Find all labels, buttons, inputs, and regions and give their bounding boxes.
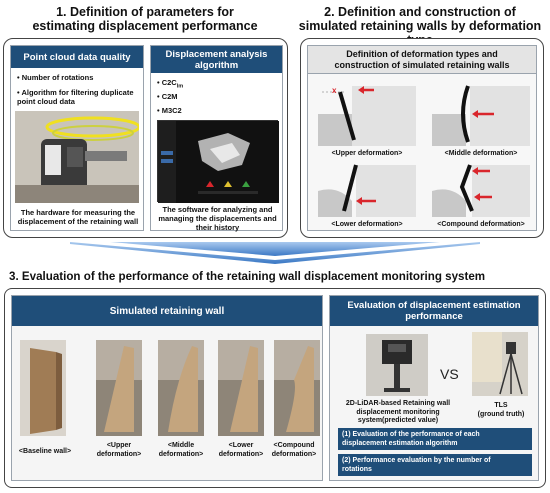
bullet-c2m: • C2M bbox=[157, 92, 178, 101]
section1-title: 1. Definition of parameters for estimati… bbox=[0, 5, 290, 33]
vs-label: VS bbox=[440, 366, 459, 382]
lidar-caption-line2: displacement monitoring bbox=[356, 408, 440, 416]
upper-deformation-diagram bbox=[318, 86, 416, 146]
upper-deformation-label: <Upper deformation> bbox=[331, 150, 403, 157]
tls-photo bbox=[472, 332, 528, 396]
software-illustration bbox=[158, 121, 279, 203]
deformation-header-line1: Definition of deformation types and bbox=[346, 49, 498, 59]
bullet-c2c-sub: lm bbox=[176, 83, 184, 90]
middle-wall-illustration bbox=[158, 340, 204, 436]
compound-wall-label-line1: <Compound bbox=[273, 442, 315, 449]
bullet-m3c2-text: M3C2 bbox=[161, 106, 182, 115]
compound-deformation-label: <Compound deformation> bbox=[437, 221, 525, 228]
upper-wall-label-line2: deformation> bbox=[96, 450, 142, 458]
section3-title: 3. Evaluation of the performance of the … bbox=[9, 270, 486, 283]
upper-x-marker: x bbox=[332, 86, 337, 95]
bullet-c2c-text: C2C bbox=[161, 78, 177, 87]
middle-wall-label: <Middle deformation> bbox=[150, 442, 212, 459]
lower-wall-label-line2: deformation> bbox=[218, 450, 264, 458]
evaluation-item-algorithm: (1) Evaluation of the performance of eac… bbox=[338, 428, 532, 450]
deformation-header-line2: construction of simulated retaining wall… bbox=[334, 60, 510, 70]
compound-deformation-photo bbox=[274, 340, 320, 436]
hardware-illustration bbox=[15, 111, 139, 203]
bullet-filter: • Algorithm for filtering duplicate poin… bbox=[17, 88, 134, 106]
middle-wall-label-line1: <Middle bbox=[167, 442, 195, 449]
section3-box: Simulated retaining wall bbox=[4, 288, 546, 488]
baseline-wall-illustration bbox=[20, 340, 66, 436]
lower-wall-label-line1: <Lower bbox=[228, 442, 254, 449]
point-cloud-panel: Point cloud data quality • Number of rot… bbox=[10, 45, 144, 231]
evaluation-panel: Evaluation of displacement estimation pe… bbox=[329, 295, 539, 481]
section2-box: Definition of deformation types and cons… bbox=[300, 38, 544, 238]
bullet-c2m-text: C2M bbox=[161, 92, 178, 101]
compound-deformation-diagram bbox=[432, 164, 530, 217]
bullet-rotations: • Number of rotations bbox=[17, 73, 94, 82]
section1-box: Point cloud data quality • Number of rot… bbox=[3, 38, 288, 238]
evaluation-header-line1: Evaluation of displacement estimation bbox=[347, 300, 521, 311]
simulated-walls-header: Simulated retaining wall bbox=[12, 296, 322, 326]
simulated-walls-panel: Simulated retaining wall bbox=[11, 295, 323, 481]
evaluation-header-line2: performance bbox=[405, 311, 463, 322]
middle-deformation-label: <Middle deformation> bbox=[444, 150, 518, 157]
evaluation-item-rotations-line2: rotations bbox=[342, 466, 372, 473]
bullet-m3c2: • M3C2 bbox=[157, 106, 182, 115]
lidar-caption-line3: system(predicted value) bbox=[357, 417, 439, 424]
upper-wall-illustration bbox=[96, 340, 142, 436]
compound-wall-label: <Compound deformation> bbox=[264, 442, 324, 459]
bullet-filter-text: Algorithm for filtering duplicate point … bbox=[17, 88, 134, 106]
compound-wall-illustration bbox=[274, 340, 320, 436]
hardware-photo bbox=[15, 111, 139, 203]
section2-title-line1: 2. Definition and construction of bbox=[324, 5, 516, 19]
baseline-wall-photo bbox=[20, 340, 66, 436]
evaluation-header: Evaluation of displacement estimation pe… bbox=[330, 296, 538, 326]
section1-title-line1: 1. Definition of parameters for bbox=[56, 5, 234, 19]
evaluation-item-algorithm-line2: displacement estimation algorithm bbox=[342, 440, 458, 447]
evaluation-item-rotations: (2) Performance evaluation by the number… bbox=[338, 454, 532, 476]
lower-wall-label: <Lower deformation> bbox=[210, 442, 272, 459]
upper-wall-label-line1: <Upper bbox=[106, 442, 132, 449]
evaluation-item-algorithm-line1: (1) Evaluation of the performance of eac… bbox=[342, 431, 480, 438]
middle-wall-label-line2: deformation> bbox=[158, 450, 204, 458]
middle-deformation-photo bbox=[158, 340, 204, 436]
lidar-caption-line1: 2D-LiDAR-based Retaining wall bbox=[345, 400, 451, 407]
algorithm-header: Displacement analysis algorithm bbox=[151, 46, 282, 73]
tls-caption-line2: (ground truth) bbox=[477, 410, 525, 418]
deformation-header: Definition of deformation types and cons… bbox=[308, 46, 536, 74]
lidar-illustration bbox=[366, 334, 428, 396]
algorithm-header-line1: Displacement analysis bbox=[165, 48, 268, 60]
lower-deformation-photo bbox=[218, 340, 264, 436]
hardware-caption: The hardware for measuring the displacem… bbox=[17, 208, 139, 226]
software-screenshot bbox=[157, 120, 279, 203]
lidar-caption: 2D-LiDAR-based Retaining wall displaceme… bbox=[332, 400, 464, 426]
tls-illustration bbox=[472, 332, 528, 396]
algorithm-panel: Displacement analysis algorithm • C2Clm … bbox=[150, 45, 283, 232]
upper-deformation-photo bbox=[96, 340, 142, 436]
evaluation-item-rotations-line1: (2) Performance evaluation by the number… bbox=[342, 457, 491, 464]
middle-deformation-diagram bbox=[432, 85, 530, 146]
bullet-c2c: • C2Clm bbox=[157, 78, 184, 90]
lidar-system-photo bbox=[366, 334, 428, 396]
point-cloud-header: Point cloud data quality bbox=[11, 46, 143, 68]
baseline-wall-label: <Baseline wall> bbox=[14, 448, 76, 457]
tls-caption: TLS (ground truth) bbox=[468, 402, 534, 419]
compound-wall-label-line2: deformation> bbox=[271, 450, 317, 458]
software-caption: The software for analyzing and managing … bbox=[158, 205, 277, 232]
bullet-rotations-text: Number of rotations bbox=[21, 73, 94, 82]
lower-deformation-label: <Lower deformation> bbox=[331, 221, 403, 228]
flow-chevron-icon bbox=[70, 242, 480, 264]
baseline-wall-label-line1: <Baseline wall> bbox=[18, 448, 72, 455]
tls-caption-line1: TLS bbox=[494, 402, 508, 409]
upper-wall-label: <Upper deformation> bbox=[88, 442, 150, 459]
lower-deformation-diagram bbox=[318, 164, 416, 217]
deformation-panel: Definition of deformation types and cons… bbox=[307, 45, 537, 231]
algorithm-header-line2: algorithm bbox=[194, 59, 239, 71]
section1-title-line2: estimating displacement performance bbox=[32, 19, 258, 33]
lower-wall-illustration bbox=[218, 340, 264, 436]
